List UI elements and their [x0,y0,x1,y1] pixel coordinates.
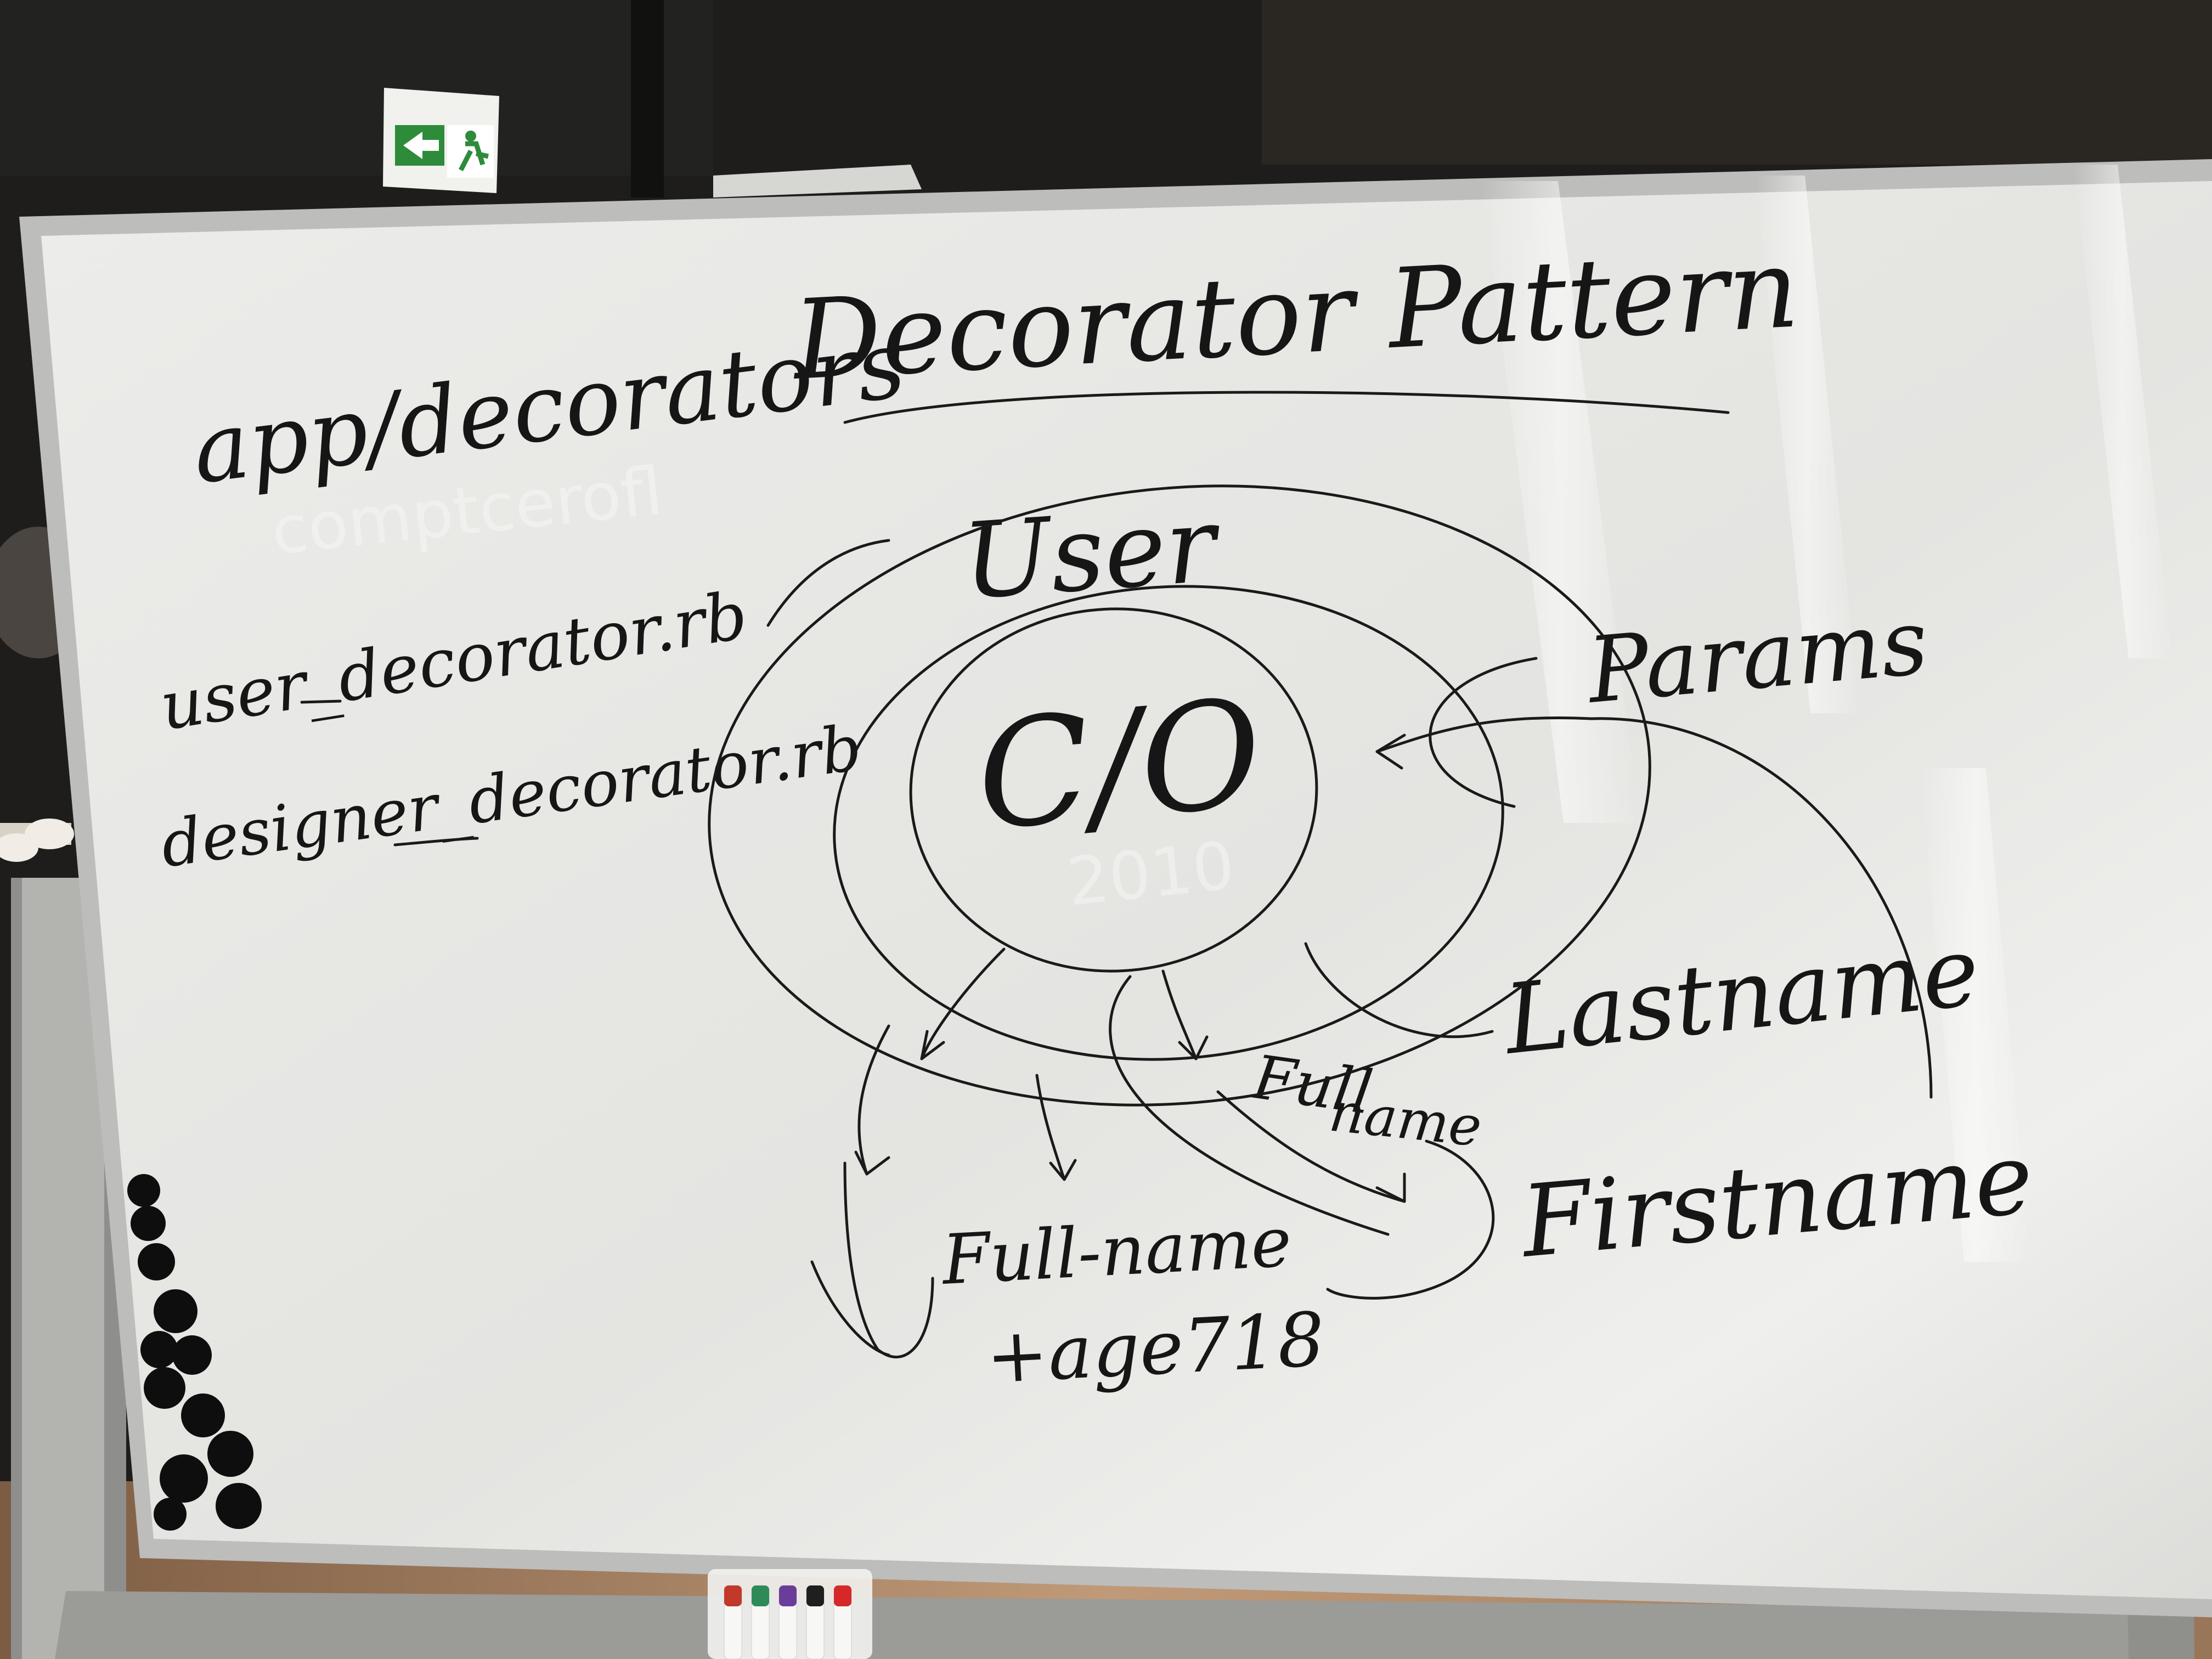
inner-ring [909,607,1318,973]
marker-cap [834,1585,851,1606]
magnet [207,1431,253,1477]
marker-tray [708,1569,872,1659]
magnet [127,1174,160,1207]
light-glare [1481,165,2172,1262]
magnet [144,1367,185,1409]
marker-cap [806,1585,824,1606]
whiteboard-surface [41,181,2212,1599]
fullname-label-line2: name [1326,1080,1485,1159]
exit-sign [383,88,499,193]
magnet [172,1335,212,1375]
diagram [300,484,1933,1358]
magnet [131,1206,166,1241]
magnet [160,1454,208,1503]
magnets [127,1174,262,1531]
magnet [138,1243,175,1280]
marker-cap [724,1585,742,1606]
fullname-label-line1: Full [1248,1042,1376,1128]
title-underline [843,391,1730,424]
middle-ring [833,585,1504,1061]
magnet [140,1331,178,1368]
ring-label-user: User [959,484,1225,623]
magnet [154,1289,198,1333]
outer-ring [708,484,1651,1107]
magnet [181,1393,225,1437]
marker-cap [779,1585,797,1606]
bottom-label-line2: +age718 [984,1296,1327,1400]
marker-cap [752,1585,769,1606]
center-label: C/O [970,667,1268,864]
bottom-label-line1: Full-name [939,1203,1294,1300]
ghost-text-2: 2010 [1064,828,1238,921]
magnet [154,1498,187,1531]
magnet [216,1483,262,1529]
